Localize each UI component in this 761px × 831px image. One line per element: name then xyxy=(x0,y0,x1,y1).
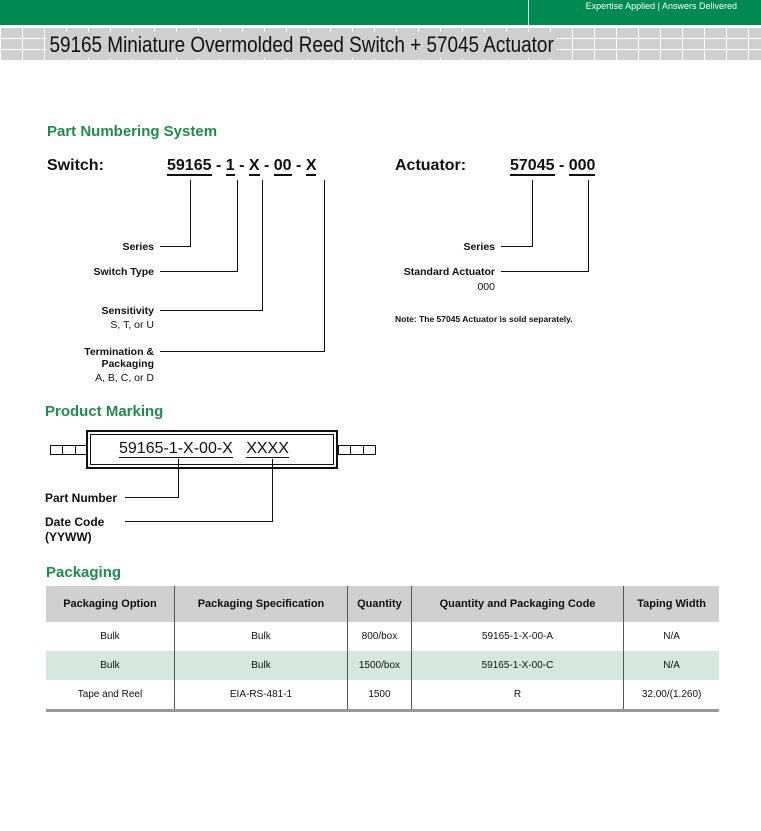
tagline: Expertise Applied | Answers Delivered xyxy=(585,1,737,11)
actuator-series: 57045 xyxy=(510,157,555,176)
leader-line xyxy=(272,459,273,522)
packaging-heading: Packaging xyxy=(46,564,122,581)
leader-line xyxy=(532,180,533,247)
cell: Bulk xyxy=(46,651,175,680)
cell: 1500/box xyxy=(347,651,412,680)
switch-termination: X xyxy=(305,157,317,176)
switch-type: 1 xyxy=(225,157,235,176)
cell: 59165-1-X-00-C xyxy=(410,651,624,680)
actuator-label: Actuator: xyxy=(395,157,467,174)
dash: - xyxy=(296,157,302,174)
packaging-table: Packaging Option Packaging Specification… xyxy=(46,586,719,712)
dash: - xyxy=(215,157,222,174)
leader-line xyxy=(178,459,179,498)
col-header: Quantity and Packaging Code xyxy=(410,586,624,622)
product-marking-heading: Product Marking xyxy=(45,403,164,420)
marking-text: 59165-1-X-00-X XXXX xyxy=(119,440,289,458)
marking-date: XXXX xyxy=(246,440,289,458)
cell: Bulk xyxy=(173,622,348,651)
leader-line xyxy=(125,497,179,498)
actuator-standard: 000 xyxy=(568,157,596,176)
leader-line xyxy=(262,180,263,311)
switch-label: Switch: xyxy=(47,157,104,174)
divider xyxy=(528,0,529,25)
cell: R xyxy=(410,680,624,712)
date-code-label: Date Code xyxy=(45,515,105,529)
cell: EIA-RS-481-1 xyxy=(173,680,348,712)
col-header: Packaging Specification xyxy=(173,586,348,622)
cell: N/A xyxy=(623,622,719,651)
leader-line xyxy=(160,310,263,311)
cell: Bulk xyxy=(100,631,120,642)
cell: 800/box xyxy=(347,622,412,651)
series-label: Series xyxy=(122,241,154,253)
cell: Tape and Reel xyxy=(46,680,175,712)
dash: - xyxy=(264,157,270,174)
leader-line xyxy=(160,351,325,352)
col-header: Quantity xyxy=(347,586,412,622)
standard-actuator-code: 000 xyxy=(477,281,495,293)
part-number-label: Part Number xyxy=(45,491,118,505)
switch-type-label: Switch Type xyxy=(93,266,154,278)
cell: Bulk xyxy=(173,651,348,680)
leader-line xyxy=(190,180,191,247)
actuator-part-number: 57045 - 000 xyxy=(510,157,596,176)
leader-line xyxy=(501,246,533,247)
leader-line xyxy=(237,180,238,272)
switch-body xyxy=(86,430,338,469)
cell: 1500 xyxy=(347,680,412,712)
switch-lead-left xyxy=(50,445,88,455)
dash: - xyxy=(239,157,245,174)
page-title: 59165 Miniature Overmolded Reed Switch +… xyxy=(46,32,558,58)
leader-line xyxy=(160,246,191,247)
termination-options: A, B, C, or D xyxy=(95,372,154,384)
leader-line xyxy=(501,271,589,272)
leader-line xyxy=(160,271,238,272)
marking-part: 59165-1-X-00-X xyxy=(119,440,233,458)
switch-00: 00 xyxy=(273,157,292,176)
leader-line xyxy=(125,521,273,522)
col-header: Taping Width xyxy=(623,586,719,622)
actuator-series-label: Series xyxy=(463,241,495,253)
switch-series: 59165 xyxy=(167,157,212,176)
termination-label: Termination & Packaging xyxy=(84,346,154,370)
part-numbering-heading: Part Numbering System xyxy=(47,123,218,140)
switch-part-number: 59165 - 1 - X - 00 - X xyxy=(167,157,317,176)
actuator-note: Note: The 57045 Actuator is sold separat… xyxy=(395,314,573,324)
sensitivity-label: Sensitivity xyxy=(101,305,154,317)
col-header: Packaging Option xyxy=(46,586,175,622)
leader-line xyxy=(588,180,589,272)
switch-sensitivity: X xyxy=(248,157,260,176)
date-code-format: (YYWW) xyxy=(45,530,92,544)
sensitivity-options: S, T, or U xyxy=(110,319,154,331)
leader-line xyxy=(324,180,325,352)
switch-lead-right xyxy=(338,445,376,455)
standard-actuator-label: Standard Actuator xyxy=(403,266,495,278)
cell: 32.00/(1.260) xyxy=(623,680,719,712)
dash: - xyxy=(558,157,565,174)
cell: 59165-1-X-00-A xyxy=(410,622,624,651)
header-bar xyxy=(0,0,761,25)
cell: N/A xyxy=(623,651,719,680)
